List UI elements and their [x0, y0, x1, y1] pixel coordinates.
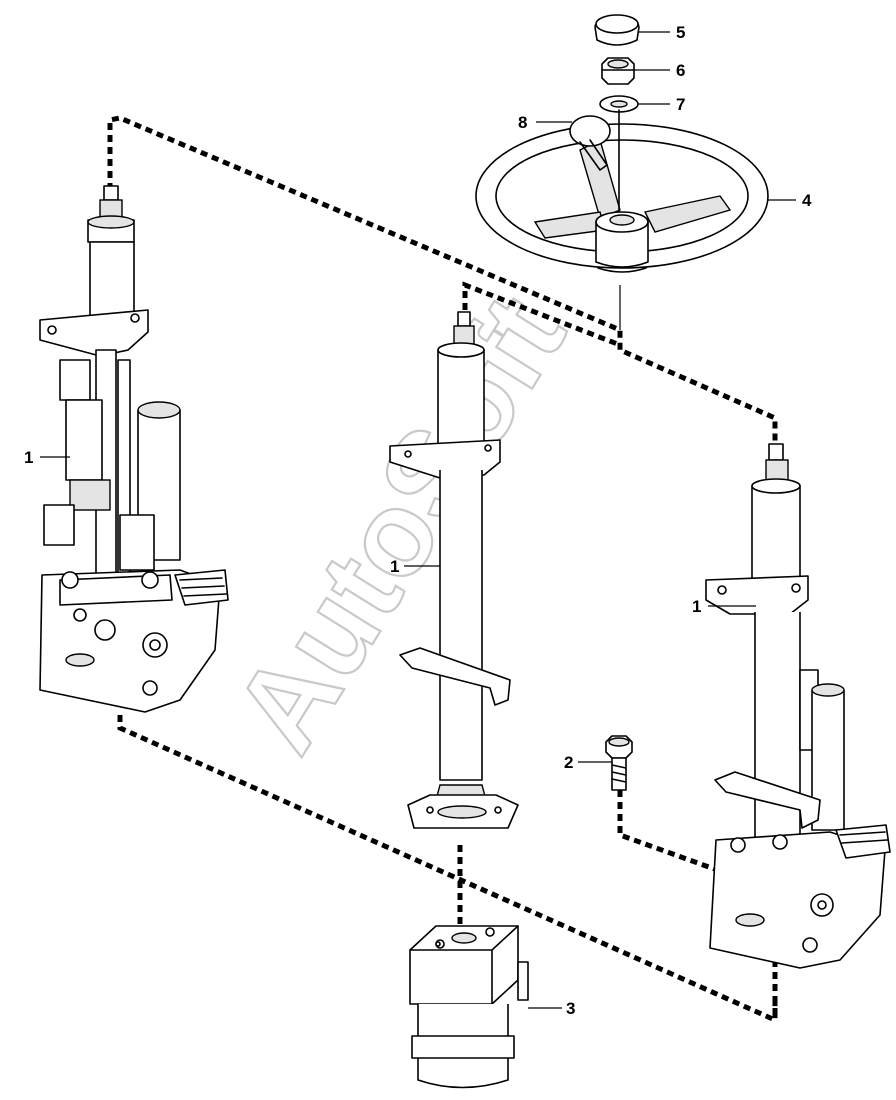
callout-1-right: 1: [692, 597, 701, 616]
leader-lines: [40, 31, 796, 1009]
steering-column-right: [705, 443, 891, 969]
callout-5: 5: [676, 23, 685, 42]
callout-6: 6: [676, 61, 685, 80]
cap-part: [594, 14, 640, 46]
callout-1-middle: 1: [390, 557, 399, 576]
steering-unit-part: [409, 925, 529, 1089]
nut-part: [601, 57, 635, 85]
bolt-part: [605, 735, 633, 791]
steering-column-left: [39, 185, 229, 713]
callout-3: 3: [566, 999, 575, 1018]
steering-column-middle: [389, 311, 519, 829]
steering-wheel-part: [475, 109, 769, 273]
callout-2: 2: [564, 753, 573, 772]
callout-7: 7: [676, 95, 685, 114]
callout-4: 4: [802, 191, 812, 210]
callout-labels: 1 1 1 2 3 4 5 6 7 8: [24, 23, 812, 1018]
callout-1-left: 1: [24, 448, 33, 467]
knob-part: [569, 115, 611, 171]
callout-8: 8: [518, 113, 527, 132]
watermark: AutoSoft: [208, 273, 590, 774]
assembly-dash-lines: [107, 115, 778, 1024]
